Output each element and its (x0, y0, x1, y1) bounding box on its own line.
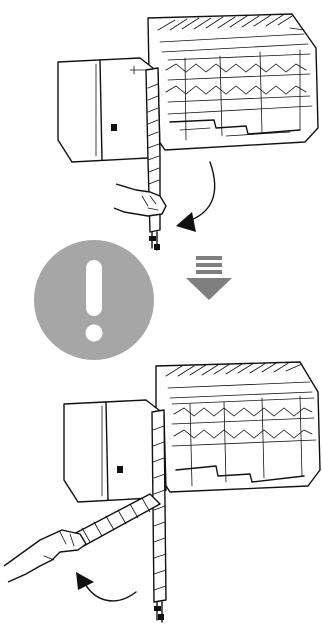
curved-arrow-icon-bottom (76, 572, 136, 601)
down-arrow-icon (186, 256, 232, 300)
indoor-unit-top (58, 14, 318, 162)
refrigerant-pipe-top (146, 68, 160, 250)
indoor-unit-bottom (64, 362, 320, 502)
step-1-illustration (58, 14, 318, 250)
hand-icon-bottom (4, 530, 86, 582)
warning-exclamation-icon (34, 240, 154, 360)
step-2-illustration (4, 362, 320, 622)
curved-arrow-icon (176, 162, 215, 232)
